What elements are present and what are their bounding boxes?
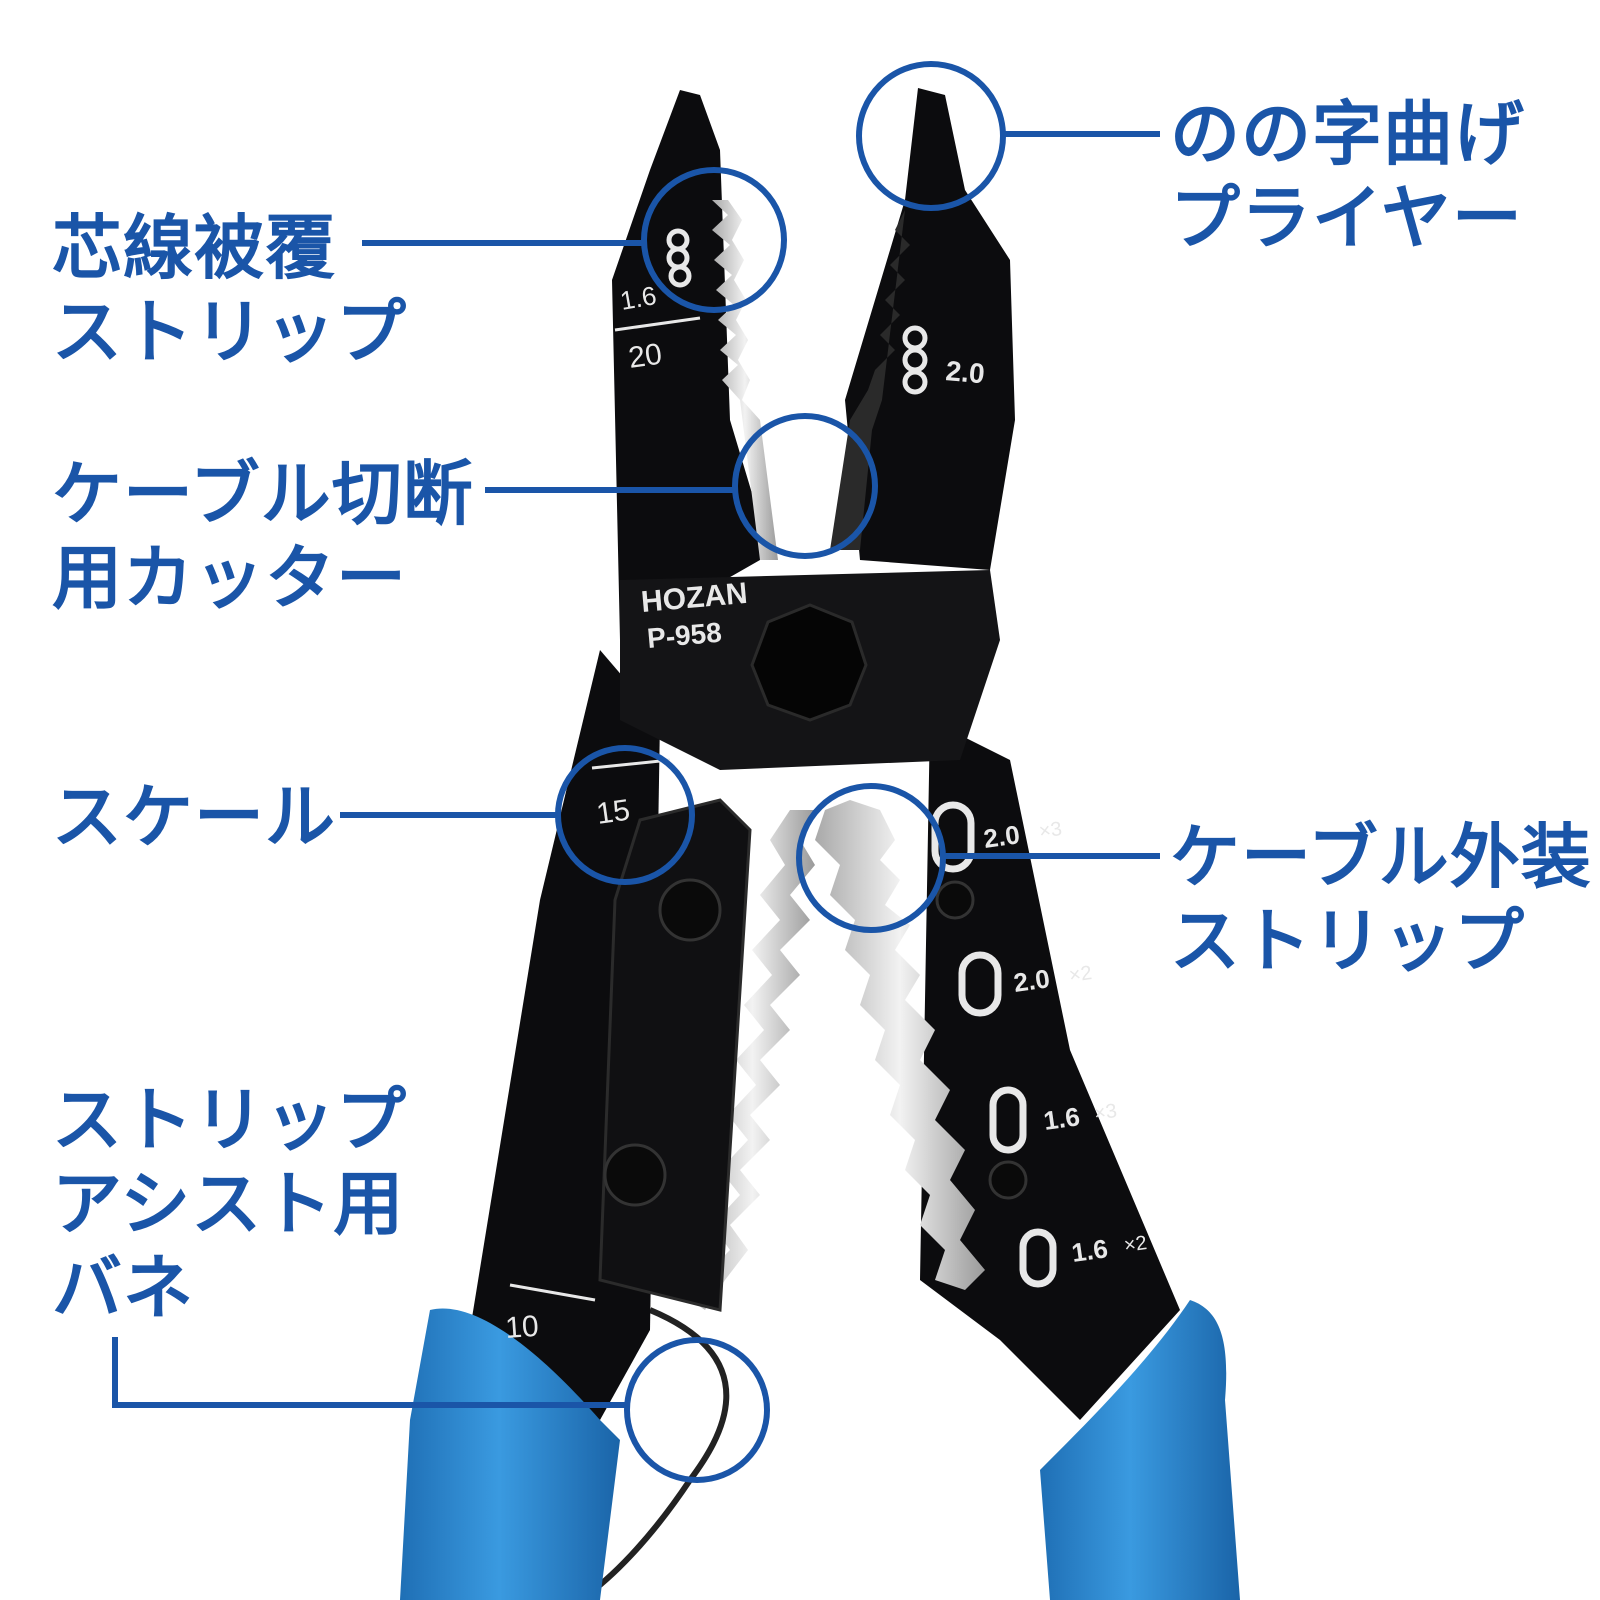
sheath-gauge-size-2: 2.0	[1012, 963, 1052, 998]
scale-mark-10: 10	[504, 1310, 540, 1345]
pivot-bolt	[750, 603, 868, 722]
sheath-strip-blade-left	[690, 810, 815, 1310]
sheath-gauge-count-4: ×2	[1123, 1232, 1149, 1257]
scale-tick-15	[591, 758, 671, 770]
rivet-mid	[935, 880, 975, 920]
right-jaw-teeth	[830, 210, 910, 550]
model-marking: P-958	[646, 617, 723, 654]
label-core-strip-line1: 芯線被覆	[52, 207, 336, 289]
label-core-strip: 芯線被覆 ストリップ	[52, 206, 407, 374]
scale-tick-20	[614, 316, 701, 332]
scale-mark-15: 15	[594, 794, 632, 831]
right-handle	[920, 720, 1180, 1420]
scale-mark-20: 20	[626, 338, 664, 375]
core-strip-teeth	[712, 200, 778, 560]
right-grip	[1040, 1300, 1240, 1600]
gauge-hole-16x2	[1019, 1228, 1057, 1288]
assist-screw-upper	[658, 878, 722, 942]
label-assist-spring-line2: アシスト用	[52, 1163, 405, 1245]
label-bend-pliers-line1: のの字曲げ	[1170, 93, 1525, 175]
sheath-gauge-size-3: 1.6	[1042, 1101, 1082, 1136]
sheath-gauge-count-3: ×3	[1093, 1100, 1119, 1125]
callout-circle-assist-spring	[624, 1337, 770, 1483]
assist-spring-wire	[578, 1307, 730, 1600]
label-sheath-strip-line2: ストリップ	[1170, 900, 1525, 982]
label-sheath-strip-line1: ケーブル外装	[1170, 816, 1592, 898]
sheath-gauge-size-4: 1.6	[1070, 1233, 1110, 1268]
callout-line-assist-spring	[112, 1337, 627, 1408]
label-cable-cutter-line2: 用カッター	[52, 537, 407, 619]
label-cable-cutter-line1: ケーブル切断	[52, 453, 474, 535]
sheath-strip-blade-right	[815, 800, 985, 1290]
right-jaw	[845, 88, 1015, 570]
gauge-hole-20x2	[958, 951, 1002, 1017]
core-gauge-dots-left	[666, 228, 692, 288]
label-core-strip-line2: ストリップ	[52, 291, 407, 373]
left-jaw	[612, 90, 760, 640]
rivet-small	[988, 1160, 1028, 1200]
sheath-gauge-count-2: ×2	[1068, 962, 1094, 987]
gauge-hole-20x3	[931, 801, 975, 873]
label-assist-spring-line3: バネ	[52, 1247, 194, 1329]
assist-screw-lower	[603, 1143, 667, 1207]
scale-tick-10	[509, 1283, 596, 1302]
scale-mark-16: 1.6	[618, 280, 659, 316]
label-cable-cutter: ケーブル切断 用カッター	[52, 452, 474, 620]
core-gauge-label: 2.0	[944, 355, 985, 389]
label-assist-spring: ストリップ アシスト用 バネ	[52, 1078, 407, 1330]
label-sheath-strip: ケーブル外装 ストリップ	[1170, 815, 1592, 983]
label-scale-line1: スケール	[52, 776, 336, 858]
callout-circle-cable-cutter	[732, 413, 878, 559]
label-scale: スケール	[52, 775, 336, 859]
gauge-hole-16x3	[989, 1086, 1027, 1154]
core-gauge-dots-right	[902, 325, 928, 395]
sheath-gauge-count-1: ×3	[1038, 818, 1064, 843]
left-grip	[400, 1308, 620, 1600]
label-assist-spring-line1: ストリップ	[52, 1079, 407, 1161]
sheath-gauge-size-1: 2.0	[982, 819, 1022, 854]
label-bend-pliers: のの字曲げ プライヤー	[1170, 92, 1525, 260]
label-bend-pliers-line2: プライヤー	[1170, 177, 1523, 259]
